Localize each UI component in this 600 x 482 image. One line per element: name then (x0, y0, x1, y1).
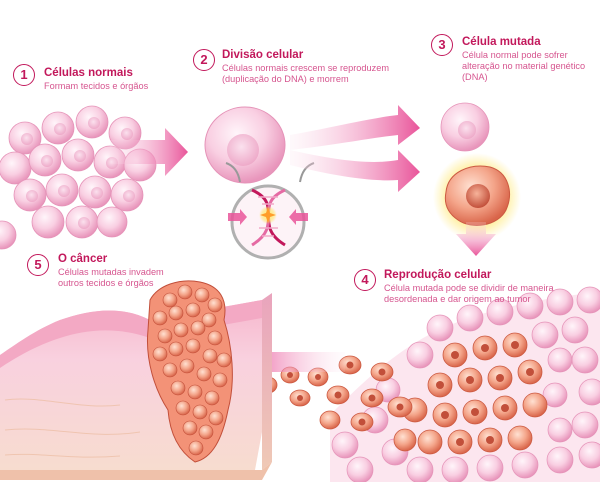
step-title: Células normais (44, 67, 133, 79)
step-title: O câncer (58, 253, 108, 265)
normal-cell-single (440, 102, 490, 152)
dividing-cell (204, 106, 286, 184)
step-description: Célula normal pode sofrer alteração no m… (462, 50, 586, 82)
step-title: Célula mutada (462, 36, 541, 48)
invaded-tissue-block (0, 280, 272, 480)
tumor-growth-tissue (330, 286, 600, 482)
normal-cells-cluster (0, 105, 157, 250)
step-description: Célula mutada pode se dividir de maneira… (384, 283, 554, 304)
arrow-to-invasion (238, 340, 345, 384)
arrow-to-division (110, 128, 188, 176)
arrow-split-upper (290, 105, 420, 150)
step-description: Células mutadas invadem outros tecidos e… (58, 267, 164, 288)
arrow-split-lower (290, 150, 420, 192)
mutated-cell-highlighted (433, 153, 521, 241)
step-number-badge: 3 (431, 34, 453, 56)
step-description: Células normais crescem se reproduzem (d… (222, 63, 389, 84)
arrow-down-to-reproduction (456, 222, 496, 256)
dna-magnifier (225, 162, 315, 260)
step-number-badge: 1 (13, 64, 35, 86)
step-description: Formam tecidos e órgãos (44, 81, 149, 91)
step-title: Reprodução celular (384, 269, 492, 281)
step-number-badge: 2 (193, 49, 215, 71)
step-title: Divisão celular (222, 49, 304, 61)
step-number-badge: 5 (27, 254, 49, 276)
step-number-badge: 4 (354, 269, 376, 291)
